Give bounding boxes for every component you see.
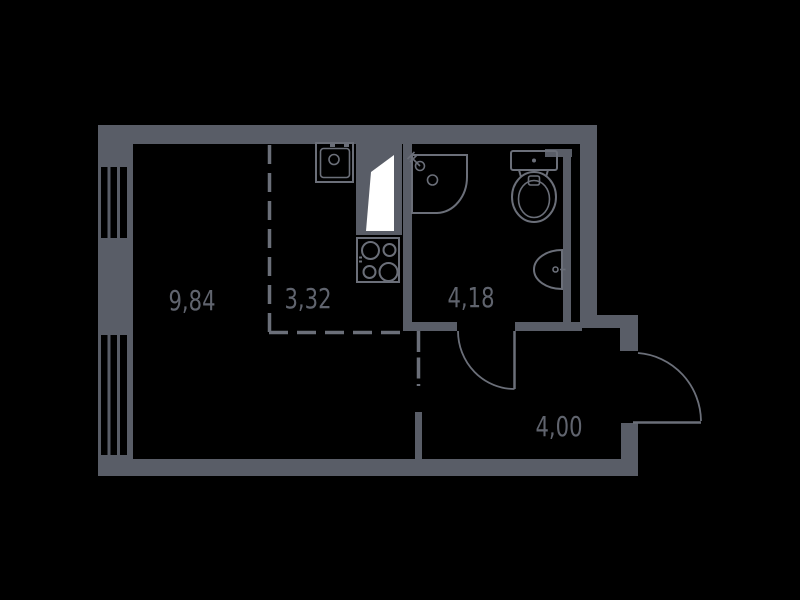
window-glazing-line bbox=[107, 335, 111, 455]
hallway-divider-wall-stub bbox=[415, 412, 422, 459]
bathroom-door-swing-arc bbox=[457, 330, 515, 390]
bathroom-wall-right bbox=[563, 149, 571, 322]
toilet-flush-opening bbox=[527, 175, 541, 186]
entrance-door bbox=[633, 352, 702, 424]
shower-drain bbox=[426, 174, 439, 186]
window-upper bbox=[98, 167, 133, 238]
window-lower bbox=[98, 335, 133, 455]
shower-faucet-marks bbox=[406, 151, 421, 167]
bathroom-wall-left bbox=[403, 143, 412, 331]
stove-burner bbox=[382, 243, 397, 257]
sink-drain bbox=[328, 153, 340, 166]
toilet-bowl-outer bbox=[511, 171, 557, 223]
stove-burner bbox=[378, 262, 399, 282]
sink-basin bbox=[319, 147, 351, 179]
stove-burner bbox=[362, 265, 377, 279]
bathroom-wall-bottom-right bbox=[515, 322, 582, 331]
washbasin-bowl bbox=[533, 248, 563, 291]
window-glazing-line bbox=[98, 167, 101, 238]
toilet-ledge bbox=[545, 149, 572, 157]
shower-tray bbox=[411, 154, 468, 214]
window-glazing-line bbox=[107, 167, 111, 238]
stove-control-dot bbox=[359, 260, 362, 263]
wall-below-entrance bbox=[621, 423, 638, 476]
left-wall-between-windows bbox=[98, 238, 133, 335]
stove-icon bbox=[356, 237, 400, 283]
room-label-hallway: 4,00 bbox=[536, 410, 583, 443]
bathroom-door bbox=[457, 330, 516, 390]
sink-faucet-mark bbox=[330, 142, 335, 147]
room-label-bathroom: 4,18 bbox=[448, 281, 495, 314]
window-glazing-line bbox=[117, 167, 120, 238]
toilet-bowl-inner bbox=[517, 179, 551, 219]
window-inner-edge bbox=[127, 167, 133, 238]
shower-mixer bbox=[414, 160, 426, 172]
washbasin-icon bbox=[533, 248, 566, 291]
stove-control-dot bbox=[359, 256, 362, 259]
entrance-door-swing-arc bbox=[637, 352, 702, 422]
outer-wall-bottom bbox=[98, 459, 638, 476]
washbasin-drain bbox=[552, 266, 559, 273]
room-label-kitchen: 3,32 bbox=[285, 282, 332, 315]
bathroom-wall-bottom-left bbox=[403, 322, 457, 331]
window-inner-edge bbox=[127, 335, 133, 455]
window-glazing-line bbox=[117, 335, 120, 455]
outer-wall-top bbox=[98, 125, 597, 144]
stove-burner bbox=[361, 241, 380, 260]
toilet-tank bbox=[510, 150, 558, 171]
outer-wall-right-upper bbox=[580, 125, 597, 328]
outer-wall-top-left-block bbox=[98, 125, 133, 167]
shower-icon bbox=[406, 151, 468, 214]
outer-wall-right-step bbox=[580, 315, 638, 328]
window-glazing-line bbox=[98, 335, 101, 455]
toilet-tank-button bbox=[532, 158, 536, 163]
toilet-icon bbox=[510, 150, 558, 223]
entrance-pillar bbox=[620, 328, 638, 351]
sink-faucet-mark bbox=[344, 142, 349, 147]
ventilation-shaft-icon bbox=[366, 155, 394, 231]
room-label-living: 9,84 bbox=[169, 284, 216, 317]
kitchen-sink-icon bbox=[315, 142, 354, 183]
